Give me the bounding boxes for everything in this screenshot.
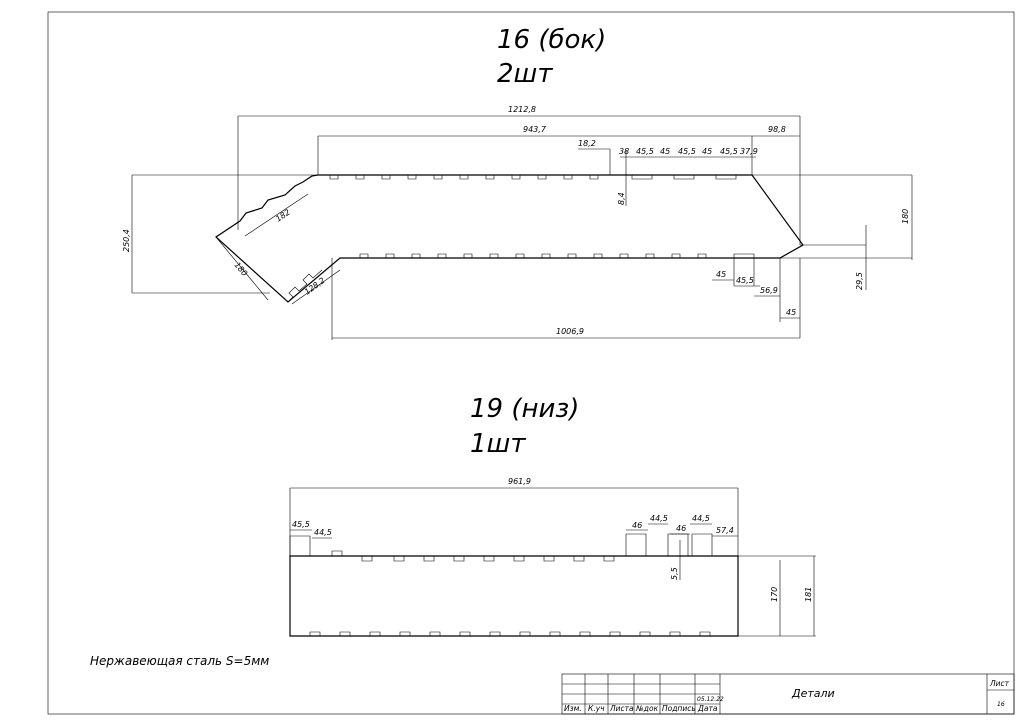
part1-title: 16 (бок) <box>497 25 606 55</box>
part1-outline <box>215 174 804 303</box>
dim-45-right: 45 <box>786 308 796 317</box>
title-block-col-ndok: №док <box>635 704 659 713</box>
dim-right-top: 98,8 <box>768 125 786 134</box>
dim2-46-b: 46 <box>676 524 686 533</box>
part2-dimension-lines <box>289 487 816 637</box>
part1-qty: 2шт <box>497 59 553 89</box>
dim2-44-5-b: 44,5 <box>650 514 668 523</box>
dim-29-5: 29,5 <box>855 272 864 290</box>
dim2-45-5: 45,5 <box>292 520 310 529</box>
dim-250-4: 250,4 <box>122 229 131 252</box>
title-block-col-podpis: Подпись <box>662 704 696 713</box>
title-block-grid <box>561 673 1015 715</box>
dim2-44-5-c: 44,5 <box>692 514 710 523</box>
part2-qty: 1шт <box>470 429 526 459</box>
dim-top-length: 943,7 <box>523 125 547 134</box>
part1-flange-notches <box>287 269 323 303</box>
title-block-name: Детали <box>791 687 835 700</box>
title-block-date: 05.12.22 <box>697 696 724 703</box>
dim-56-9: 56,9 <box>760 286 778 295</box>
title-block-sheet-number: 16 <box>997 701 1005 708</box>
dim-overall-length: 1212,8 <box>508 105 536 114</box>
part2-bottom-notches <box>309 631 711 636</box>
dim-182: 182 <box>274 208 292 224</box>
dim2-181: 181 <box>804 587 813 602</box>
title-block-col-list: Листа <box>609 704 634 713</box>
dim-45-bottom: 45 <box>716 270 726 279</box>
dim2-46-a: 46 <box>632 521 642 530</box>
part1-bottom-notches <box>359 253 755 258</box>
dim-bottom-length: 1006,9 <box>556 327 584 336</box>
dim-45-a: 45 <box>660 147 670 156</box>
dim-38: 38 <box>619 147 629 156</box>
part2-top-notches <box>289 533 713 562</box>
part2-title: 19 (низ) <box>470 394 579 424</box>
dim-45-5-a: 45,5 <box>636 147 654 156</box>
title-block-sheet-label: Лист <box>989 679 1010 688</box>
dim-45-b: 45 <box>702 147 712 156</box>
dim-8-4: 8,4 <box>617 192 626 205</box>
dim2-overall: 961,9 <box>508 477 531 486</box>
sheet-frame <box>47 11 1015 715</box>
dim-45-5-bottom: 45,5 <box>736 276 754 285</box>
dim-37-9: 37,9 <box>740 147 758 156</box>
dim2-170: 170 <box>770 587 779 602</box>
dim-45-5-c: 45,5 <box>720 147 738 156</box>
dim-180-left: 180 <box>232 261 249 278</box>
title-block-col-data: Дата <box>697 704 718 713</box>
dim-180-right: 180 <box>901 209 910 224</box>
title-block-col-izm: Изм. <box>564 704 582 713</box>
part1-top-notches <box>329 175 737 180</box>
dim2-57-4: 57,4 <box>716 526 734 535</box>
part1-dimension-lines <box>131 115 913 340</box>
dim-18-2: 18,2 <box>578 139 596 148</box>
dim2-44-5: 44,5 <box>314 528 332 537</box>
dim2-5-5: 5,5 <box>670 567 679 580</box>
title-block-col-kuch: К.уч <box>588 704 605 713</box>
material-note: Нержавеющая сталь S=5мм <box>90 654 269 668</box>
dim-45-5-b: 45,5 <box>678 147 696 156</box>
